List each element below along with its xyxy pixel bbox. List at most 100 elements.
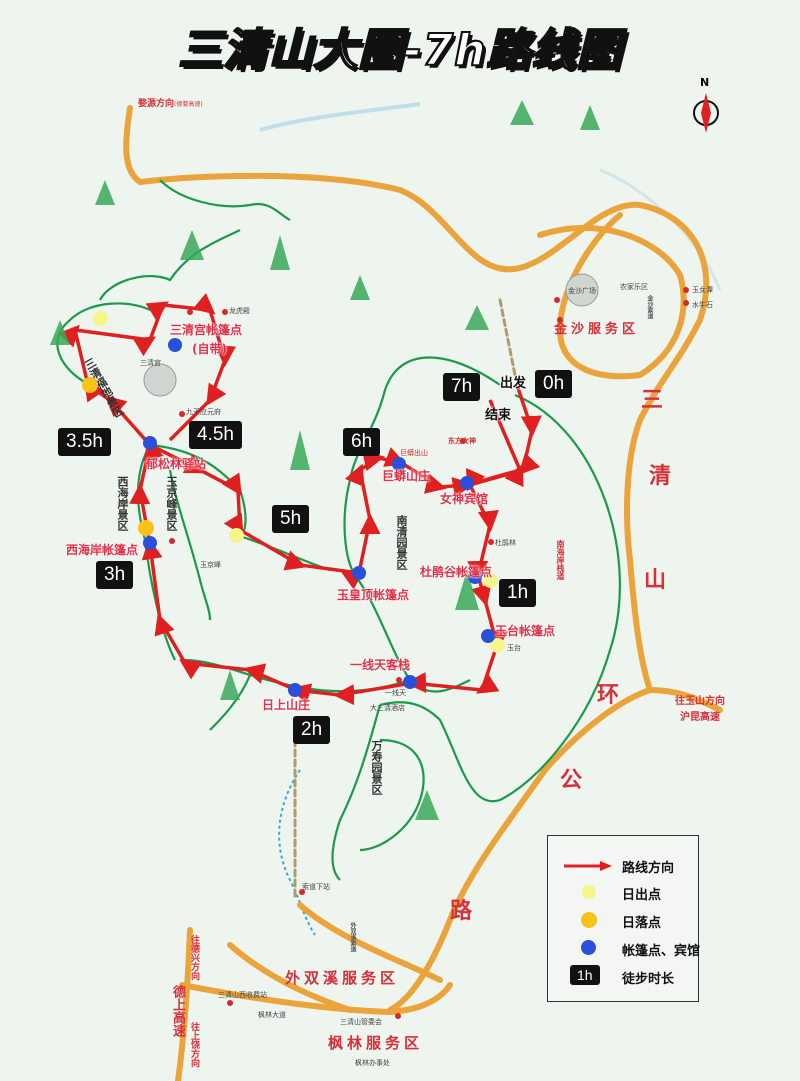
place-jiutian: 九天应元府 (186, 408, 221, 416)
compass-north-label: N (700, 76, 710, 89)
page-title: 三清山大圈-7h路线图 (177, 24, 622, 77)
camp-point (468, 570, 482, 584)
end-label: 结束 (485, 408, 512, 423)
ring-road-char: 环 (597, 683, 620, 708)
scenic-area-wanshouyuan: 万寿园景区 (370, 740, 383, 795)
camp-label-yixiantian: 一线天客栈 (350, 658, 411, 672)
legend-label: 日落点 (622, 916, 662, 931)
time-marker-5h: 5h (272, 505, 310, 533)
direction-yushan: 往玉山方向 (675, 696, 725, 707)
camp-point (288, 683, 302, 697)
taiji-symbol (143, 363, 177, 397)
taiji-symbol (565, 273, 599, 307)
ring-road-char: 三 (641, 388, 664, 413)
jinsha-cableway: 金沙索道 (646, 295, 653, 319)
camp-label-dujuangu: 杜鹃谷帐篷点 (420, 565, 493, 579)
time-marker-3-5h: 3.5h (58, 428, 111, 456)
legend-route-direction: 路线方向 (548, 854, 698, 878)
scenic-area-nanqingyuan: 南清园景区 (395, 515, 408, 570)
legend-camp-hotel: 帐篷点、宾馆 (548, 937, 701, 961)
camp-label-yusonglin: 郁松林驿站 (146, 457, 207, 471)
legend-hiking-time: 1h 徒步时长 (548, 965, 698, 989)
ring-road-char: 山 (644, 568, 667, 593)
legend-label: 日出点 (622, 888, 662, 903)
camp-point (481, 629, 495, 643)
sunrise-dot-icon (582, 885, 596, 899)
time-marker-6h: 6h (343, 428, 381, 456)
place-suodao-xiazhan: 索道下站 (302, 883, 330, 891)
scenic-area-yujingfeng: 玉京峰景区 (165, 476, 178, 531)
ring-road-char: 清 (649, 464, 672, 489)
sunrise-point (490, 638, 505, 653)
camp-point (352, 566, 366, 580)
time-marker-2h: 2h (293, 716, 331, 744)
time-box-icon: 1h (570, 965, 600, 985)
waishuangxi-cableway: 外双溪索道 (349, 922, 356, 952)
direction-hukun: 沪昆高速 (680, 712, 720, 723)
service-area-fenglin: 枫林服务区 (328, 1034, 424, 1052)
service-area-waishuangxi: 外双溪服务区 (285, 969, 400, 987)
place-dujuanlin: 杜鹃林 (495, 539, 516, 547)
camp-point (143, 536, 157, 550)
legend-sunset: 日落点 (548, 909, 698, 933)
place-guanweihui: 三清山管委会 (340, 1018, 382, 1026)
place-dasanqing-hotel: 大三清酒店 (370, 704, 405, 712)
place-dongfang-nvshen: 东方女神 (448, 437, 476, 445)
direction-wuyuan: 婺源方向(德婺高速) (138, 96, 203, 109)
trail-nanhaian: 南海岸栈道 (556, 540, 565, 580)
sunset-point (82, 377, 98, 393)
place-yunvtan: 玉女潭 (692, 286, 713, 294)
service-area-jinsha: 金沙服务区 (554, 322, 640, 337)
ring-road-char: 公 (560, 768, 583, 793)
camp-label-nvshen: 女神宾馆 (440, 492, 489, 506)
place-yujingfeng: 玉京峰 (200, 561, 221, 569)
time-marker-0h: 0h (535, 370, 573, 398)
camp-point (460, 476, 474, 490)
ring-road-char: 路 (450, 899, 473, 924)
direction-dexing: 往德兴方向 (189, 935, 199, 980)
mountain-illustrations (50, 100, 600, 820)
scenic-area-xihaian: 西海岸景区 (116, 476, 129, 531)
place-longhudian: 龙虎殿 (229, 307, 250, 315)
legend-label: 路线方向 (622, 861, 675, 876)
place-fenglin-road: 枫林大道 (258, 1011, 286, 1019)
river (259, 102, 421, 132)
legend: 路线方向 日出点 日落点 帐篷点、宾馆 1h 徒步时长 (547, 835, 701, 1002)
camp-point (392, 457, 406, 471)
time-marker-7h: 7h (443, 373, 481, 401)
direction-wuyuan-label: 婺源方向 (138, 99, 175, 109)
time-marker-1h: 1h (499, 579, 537, 607)
place-jumang-chushan: 巨蟒出山 (400, 449, 428, 457)
place-yixiantian: 一线天 (385, 689, 406, 697)
camp-label-yuhuangding: 玉皇顶帐篷点 (337, 588, 410, 602)
legend-label: 帐篷点、宾馆 (622, 944, 701, 959)
place-nongjiale: 农家乐区 (620, 283, 648, 291)
camp-label-rishang: 日上山庄 (262, 698, 311, 712)
direction-wuyuan-note: (德婺高速) (174, 101, 203, 108)
sunrise-point (483, 573, 498, 588)
camp-label-jumang: 巨蟒山庄 (382, 469, 431, 483)
time-marker-4-5h: 4.5h (189, 421, 242, 449)
legend-sunrise: 日出点 (548, 881, 698, 905)
place-shuiniushi: 水牛石 (692, 301, 713, 309)
time-marker-3h: 3h (96, 561, 134, 589)
camp-point (168, 338, 182, 352)
place-jinsha-square: 金沙广场 (568, 287, 596, 295)
place-west-tollgate: 三清山西收费站 (218, 991, 267, 999)
sunset-point (138, 520, 154, 536)
north-compass-icon (693, 93, 719, 133)
sunrise-point (93, 311, 108, 326)
camp-label-sanqinggong-note: (自带) (192, 342, 227, 356)
direction-shangrao: 往上饶方向 (189, 1022, 199, 1067)
red-arrow-icon (564, 861, 612, 871)
camp-point (143, 436, 157, 450)
place-sanqinggong: 三清宫 (140, 359, 161, 367)
sunrise-point (229, 528, 244, 543)
place-fenglin-office: 枫林办事处 (355, 1059, 390, 1067)
camp-label-xihaian: 西海岸帐篷点 (66, 543, 139, 557)
highway-deshang: 德上高速 (170, 985, 185, 1037)
camp-dot-icon (581, 940, 596, 955)
camp-label-sanqinggong: 三清宫帐篷点 (170, 323, 243, 337)
sunset-dot-icon (581, 912, 597, 928)
